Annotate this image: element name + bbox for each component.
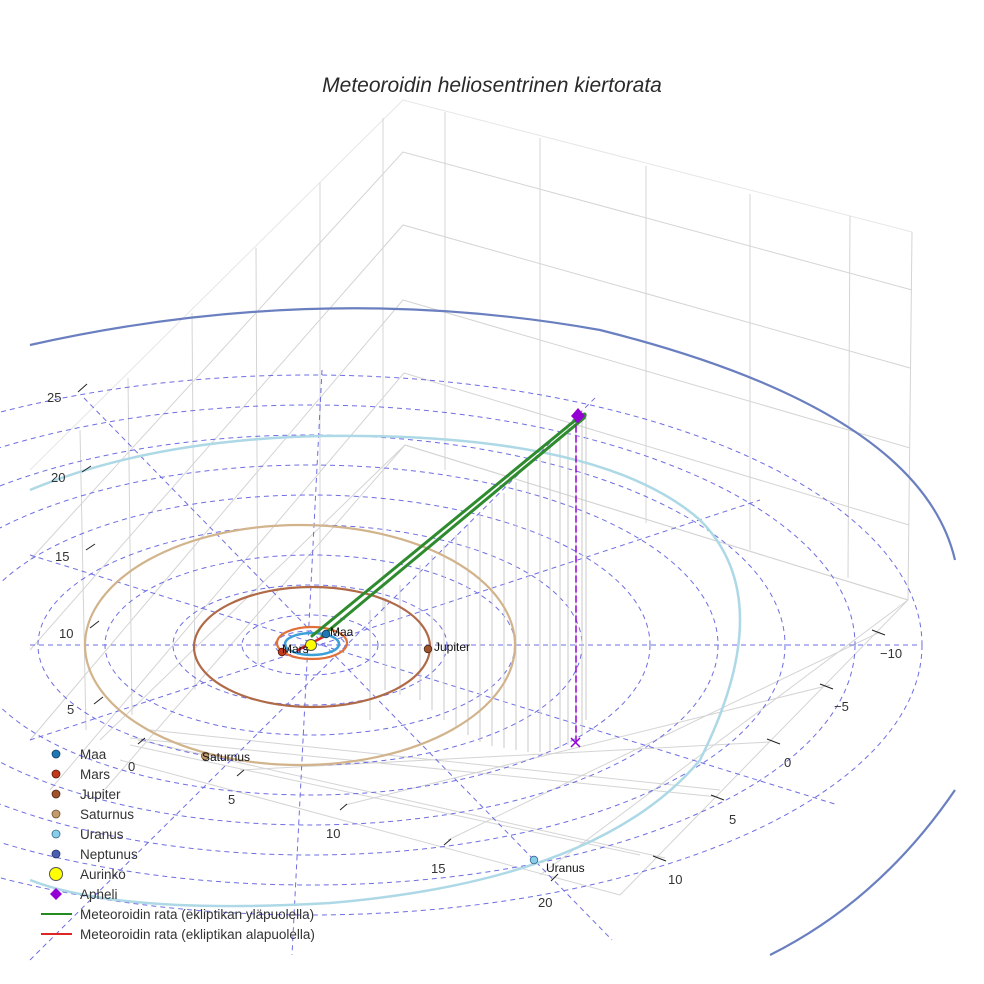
legend-label: Jupiter	[80, 786, 121, 802]
legend-label: Meteoroidin rata (ekliptikan yläpuolella…	[80, 906, 315, 922]
legend-label: Mars	[80, 766, 110, 782]
sun-marker-icon	[49, 867, 63, 881]
drop-lines	[369, 414, 587, 752]
circle-marker-icon	[51, 769, 61, 779]
uranus-orbit	[29, 434, 742, 908]
legend-label: Saturnus	[80, 806, 135, 822]
earth-marker	[321, 629, 331, 639]
tick-front-15: 15	[431, 861, 445, 876]
label-mars: Mars	[282, 642, 309, 656]
circle-marker-icon	[51, 829, 61, 839]
neptune-orbit	[29, 307, 957, 956]
sun-marker	[305, 639, 317, 651]
meteoroid-orbit	[296, 412, 587, 743]
tick-left-15: 15	[55, 549, 69, 564]
aphelion-projection-marker	[570, 737, 581, 748]
legend-item-maa[interactable]: Maa	[36, 744, 315, 764]
label-uranus: Uranus	[546, 861, 585, 875]
legend-item-apheli[interactable]: Apheli	[36, 884, 315, 904]
tick-left-0: 0	[128, 759, 135, 774]
legend-item-jupiter[interactable]: Jupiter	[36, 784, 315, 804]
mars-marker	[277, 647, 287, 657]
legend-label: Meteoroidin rata (ekliptikan alapuolella…	[80, 926, 315, 942]
tick-right-10: 10	[668, 872, 682, 887]
uranus-marker	[529, 855, 539, 865]
tick-front-20: 20	[538, 895, 552, 910]
markers	[200, 408, 585, 865]
saturn-orbit	[83, 523, 517, 767]
tick-right-neg10: −10	[880, 646, 902, 661]
box-grid	[29, 99, 913, 896]
orbits	[29, 307, 957, 956]
circle-marker-icon	[51, 809, 61, 819]
legend-item-neptunus[interactable]: Neptunus	[36, 844, 315, 864]
tick-front-5: 5	[228, 792, 235, 807]
aphelion-marker	[571, 408, 585, 423]
tick-left-5: 5	[67, 702, 74, 717]
legend-item-meteoroid-below[interactable]: Meteoroidin rata (ekliptikan alapuolella…	[36, 924, 315, 944]
legend-item-saturnus[interactable]: Saturnus	[36, 804, 315, 824]
tick-right-0: 0	[784, 755, 791, 770]
legend-item-uranus[interactable]: Uranus	[36, 824, 315, 844]
mars-orbit	[275, 625, 349, 661]
legend: Maa Mars Jupiter Saturnus Uranus Neptunu…	[36, 744, 315, 944]
tick-right-neg5: −5	[834, 699, 849, 714]
legend-label: Apheli	[80, 886, 118, 902]
legend-label: Neptunus	[80, 846, 138, 862]
circle-marker-icon	[51, 849, 61, 859]
green-line-icon	[41, 913, 72, 915]
tick-left-25: 25	[47, 390, 61, 405]
legend-label: Uranus	[80, 826, 124, 842]
label-saturnus: Saturnus	[202, 750, 250, 764]
legend-label: Aurinko	[80, 866, 126, 882]
tick-marks	[77, 383, 886, 882]
legend-label: Maa	[80, 746, 107, 762]
legend-item-mars[interactable]: Mars	[36, 764, 315, 784]
label-jupiter: Jupiter	[434, 640, 470, 654]
saturn-marker	[200, 752, 209, 761]
legend-item-meteoroid-above[interactable]: Meteoroidin rata (ekliptikan yläpuolella…	[36, 904, 315, 924]
diamond-marker-icon	[50, 888, 62, 900]
circle-marker-icon	[51, 789, 61, 799]
tick-left-10: 10	[59, 626, 73, 641]
jupiter-marker	[423, 644, 433, 654]
red-line-icon	[41, 933, 72, 935]
legend-item-aurinko[interactable]: Aurinko	[36, 864, 315, 884]
tick-labels: 25 20 15 10 5 0 5 10 15 20 −10 −5 0 5 10	[47, 390, 902, 910]
tick-right-5: 5	[729, 812, 736, 827]
chart-title: Meteoroidin heliosentrinen kiertorata	[322, 74, 662, 97]
label-maa: Maa	[330, 625, 354, 639]
tick-front-10: 10	[326, 826, 340, 841]
planet-labels: Maa Mars Jupiter Saturnus Uranus	[202, 625, 585, 875]
tick-left-20: 20	[51, 470, 65, 485]
circle-marker-icon	[51, 749, 61, 759]
earth-orbit	[283, 631, 341, 657]
